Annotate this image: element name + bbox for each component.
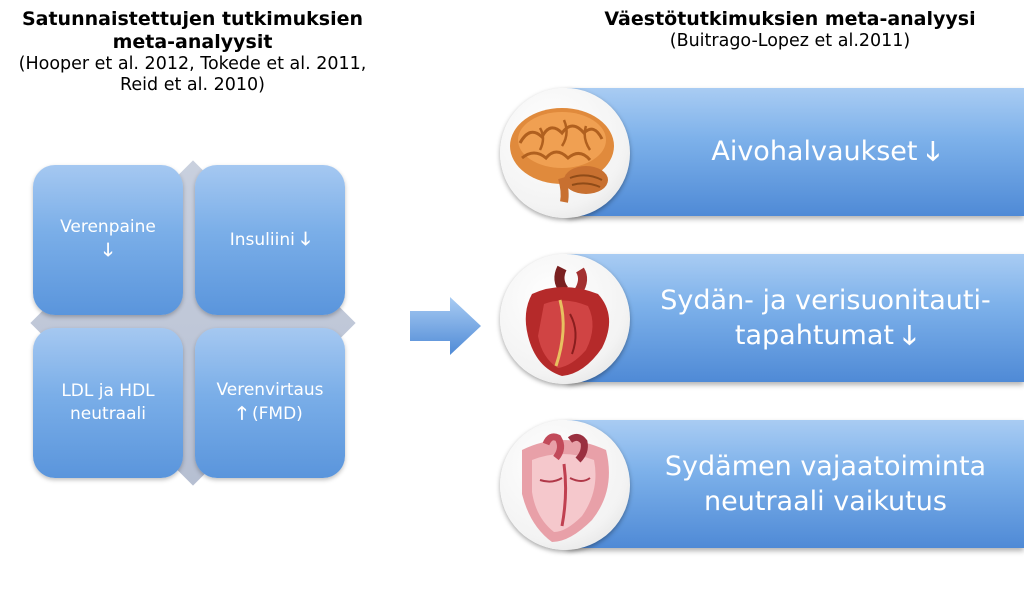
- outcome-label: Sydämen vajaatoiminta: [664, 450, 987, 482]
- down-arrow-icon: 🡓: [902, 320, 917, 351]
- outcome-label-row: Aivohalvaukset 🡓: [711, 134, 939, 170]
- right-ref: (Buitrago-Lopez et al.2011): [669, 30, 911, 51]
- quadrant-blood-pressure: Verenpaine 🡓: [33, 165, 183, 315]
- down-arrow-icon: 🡓: [103, 240, 113, 262]
- brain-icon: [500, 88, 630, 218]
- outcome-banner-stroke: Aivohalvaukset 🡓: [567, 88, 1024, 216]
- outcome-label: Sydän- ja verisuonitauti-: [660, 284, 991, 316]
- quadrant-insulin: Insuliini 🡓: [195, 165, 345, 315]
- quadrant-ldl-hdl: LDL ja HDL neutraali: [33, 328, 183, 478]
- right-arrow-icon: [410, 297, 481, 355]
- outcome-label: neutraali vaikutus: [704, 486, 947, 517]
- left-header: Satunnaistettujen tutkimuksien meta-anal…: [0, 8, 385, 96]
- outcome-label-row: tapahtumat 🡓: [735, 318, 916, 354]
- quadrant-label-row: 🡑 (FMD): [237, 402, 303, 426]
- left-title-line1: Satunnaistettujen tutkimuksien: [21, 8, 364, 30]
- quadrant-label: Insuliini: [229, 229, 295, 250]
- quadrant-label: (FMD): [251, 404, 303, 425]
- outcome-banner-heart-failure: Sydämen vajaatoiminta neutraali vaikutus: [567, 420, 1024, 548]
- up-arrow-icon: 🡑: [237, 403, 247, 425]
- outcome-label: Aivohalvaukset: [711, 136, 918, 168]
- heart-icon: [500, 254, 630, 384]
- down-arrow-icon: 🡓: [300, 228, 311, 250]
- right-title: Väestötutkimuksien meta-analyysi: [604, 8, 976, 30]
- quadrant-label: Verenvirtaus: [216, 380, 324, 401]
- heart-section-icon: [500, 420, 630, 550]
- outcome-label: tapahtumat: [734, 319, 894, 351]
- left-refs-line1: (Hooper et al. 2012, Tokede et al. 2011,: [18, 53, 367, 74]
- right-header: Väestötutkimuksien meta-analyysi (Buitra…: [570, 8, 1010, 52]
- quadrant-label: Verenpaine: [60, 217, 156, 238]
- left-title-line2: meta-analyysit: [112, 30, 273, 53]
- outcome-banner-cardiovascular: Sydän- ja verisuonitauti- tapahtumat 🡓: [567, 254, 1024, 382]
- quadrant-label: LDL ja HDL: [61, 381, 155, 402]
- down-arrow-icon: 🡓: [926, 137, 940, 168]
- quadrant-blood-flow: Verenvirtaus 🡑 (FMD): [195, 328, 345, 478]
- left-refs-line2: Reid et al. 2010): [120, 74, 265, 95]
- quadrant-label: neutraali: [70, 404, 146, 424]
